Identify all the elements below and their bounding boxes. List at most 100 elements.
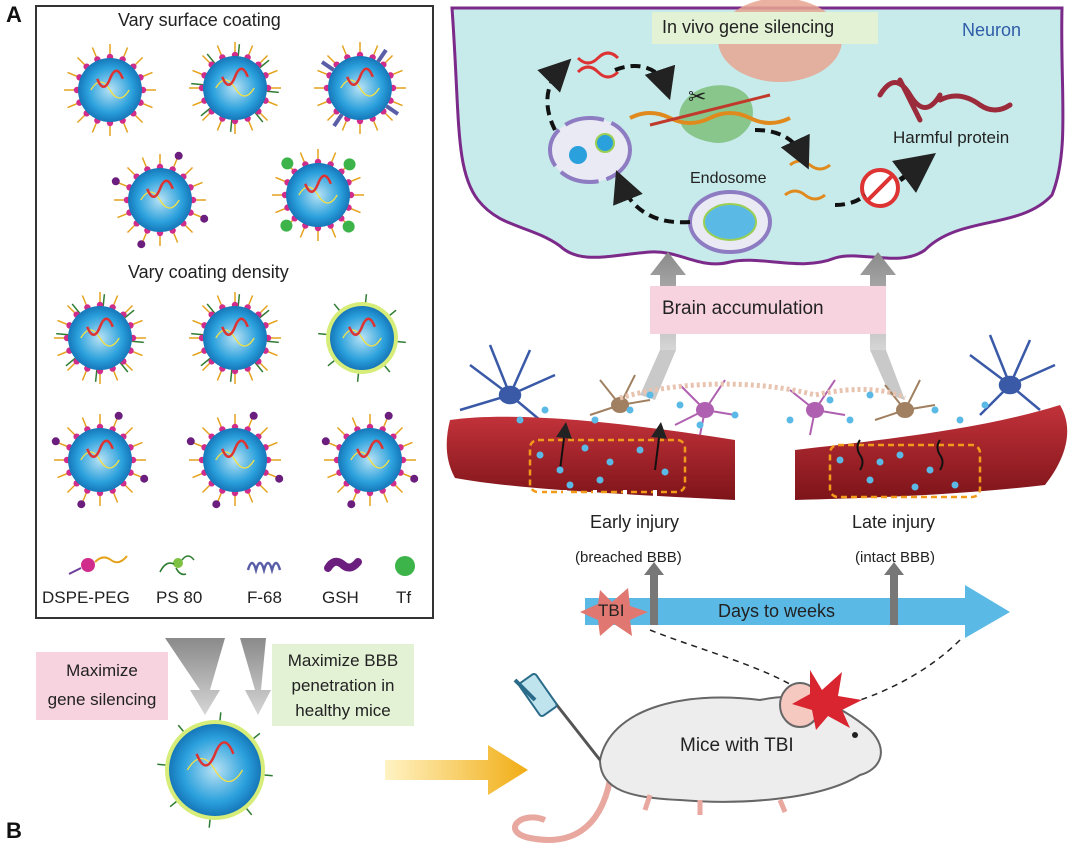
- astrocyte-left: [459, 344, 556, 421]
- nanoparticle: [272, 149, 364, 241]
- panel-a-label: A: [6, 2, 22, 27]
- np-dot: [636, 446, 644, 454]
- brain-accumulation-label: Brain accumulation: [662, 298, 824, 319]
- coating-density-header: Vary coating density: [128, 262, 289, 282]
- dspe-peg-icon: [68, 555, 128, 575]
- np-dot: [931, 406, 939, 414]
- microglia-left: [674, 379, 736, 436]
- panel-b-label: B: [6, 818, 22, 843]
- sirna-strand: [576, 51, 620, 65]
- vessel-early: [446, 416, 735, 502]
- nanoparticle: [318, 294, 406, 382]
- neuron-label: Neuron: [962, 20, 1022, 40]
- early-injury-label: Early injury: [590, 512, 680, 532]
- nanoparticle: [186, 411, 284, 509]
- legend-icons: [68, 555, 415, 576]
- tbi-label: TBI: [598, 601, 625, 620]
- np-dot: [566, 481, 574, 489]
- vessel-late: [795, 405, 1068, 500]
- neuron-cell: [450, 6, 1065, 266]
- nanoparticle: [64, 44, 156, 136]
- np-dot: [591, 416, 599, 424]
- np-dot: [836, 456, 844, 464]
- np-dot: [896, 451, 904, 459]
- endosome-label: Endosome: [690, 170, 767, 187]
- risc-complex: ✂: [629, 85, 791, 143]
- breached-bbb-label: (breached BBB): [575, 549, 682, 566]
- np-dot: [646, 391, 654, 399]
- np-dot: [951, 481, 959, 489]
- np-dot: [536, 451, 544, 459]
- np-dot: [626, 406, 634, 414]
- blocked-translation-icon: [860, 168, 900, 208]
- maximize-bbb-tag: [272, 644, 414, 726]
- nanoparticle-layer: [51, 42, 419, 509]
- np-dot: [846, 416, 854, 424]
- legend-ps80: PS 80: [156, 588, 203, 607]
- ps80-icon: [159, 555, 195, 576]
- f68-icon: [246, 561, 282, 575]
- nanoparticle: [111, 151, 209, 249]
- nanoparticle: [314, 42, 406, 134]
- maximize-bbb-text: Maximize BBB penetration in healthy mice: [287, 651, 399, 720]
- legend-gsh: GSH: [322, 588, 359, 607]
- maximize-silencing-text: Maximize gene silencing: [47, 661, 157, 709]
- maximize-silencing-tag: [36, 652, 168, 720]
- nanoparticle: [321, 411, 419, 509]
- optimized-nanoparticle: [157, 712, 273, 828]
- mouse-illustration: [512, 670, 882, 843]
- np-dot: [876, 458, 884, 466]
- np-dot: [581, 444, 589, 452]
- brain-cells: [459, 334, 1056, 436]
- np-dot: [661, 468, 669, 476]
- selection-arrows: [165, 638, 271, 715]
- in-vivo-title-tag: [652, 12, 878, 44]
- astrocyte-right: [969, 334, 1056, 416]
- in-vivo-title: In vivo gene silencing: [662, 17, 835, 37]
- nanoparticle: [189, 42, 281, 134]
- np-dot: [786, 416, 794, 424]
- np-dot: [866, 476, 874, 484]
- nanoparticle: [51, 411, 149, 509]
- legend-tf: Tf: [396, 588, 412, 607]
- np-dot: [541, 406, 549, 414]
- np-dot: [826, 396, 834, 404]
- pathway-arrows: [537, 58, 867, 225]
- np-dot: [676, 401, 684, 409]
- syringe-icon: [518, 673, 558, 717]
- harmful-protein-label: Harmful protein: [893, 128, 1010, 147]
- microglia-right: [789, 379, 846, 436]
- np-dot: [696, 421, 704, 429]
- neuron-cell-small-2: [874, 379, 936, 421]
- legend-f68: F-68: [247, 588, 282, 607]
- tf-icon: [395, 556, 415, 576]
- np-dot: [866, 391, 874, 399]
- svg-text:✂: ✂: [688, 85, 706, 110]
- np-dot: [606, 458, 614, 466]
- neuron-cell-small-1: [589, 374, 651, 416]
- nanoparticle-dots: [516, 391, 989, 491]
- np-dot: [911, 483, 919, 491]
- mice-with-tbi-label: Mice with TBI: [680, 735, 794, 756]
- nanoparticle: [157, 712, 273, 828]
- endosome: [688, 190, 772, 254]
- late-injury-label: Late injury: [852, 512, 936, 532]
- np-dot: [596, 476, 604, 484]
- nanoparticle: [54, 292, 146, 384]
- broken-endosome: [548, 116, 632, 184]
- brain-accumulation-tag: [650, 286, 886, 334]
- np-dot: [731, 411, 739, 419]
- days-to-weeks-label: Days to weeks: [718, 601, 836, 621]
- np-dot: [516, 416, 524, 424]
- surface-coating-header: Vary surface coating: [118, 10, 281, 30]
- np-dot: [981, 401, 989, 409]
- tbi-burst-icon: [580, 588, 648, 636]
- np-dot: [556, 466, 564, 474]
- intact-bbb-label: (intact BBB): [855, 549, 936, 566]
- injury-burst-icon: [792, 670, 862, 730]
- gsh-icon: [324, 557, 362, 572]
- harmful-protein-icon: [877, 77, 1013, 123]
- yellow-arrow: [385, 745, 528, 795]
- legend-dspe-peg: DSPE-PEG: [42, 588, 130, 607]
